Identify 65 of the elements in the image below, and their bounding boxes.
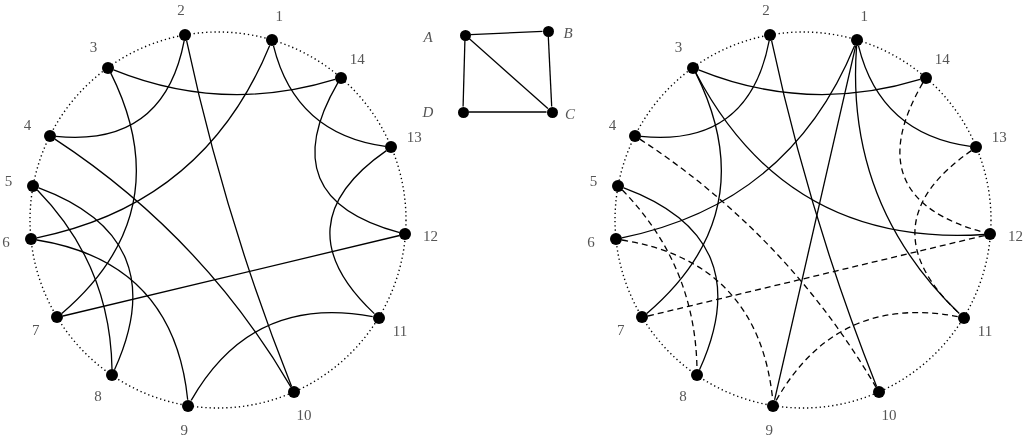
graph-edge: [112, 69, 336, 96]
graph-edge: [185, 40, 293, 388]
graph-edge: [38, 187, 134, 371]
vertex-label: 5: [4, 172, 13, 191]
graph-edge: [36, 44, 271, 239]
vertex-label: 13: [406, 128, 422, 147]
vertex-label: 7: [617, 321, 625, 340]
graph-edge: [462, 39, 466, 108]
graph-edge: [467, 111, 548, 113]
graph-edge: [54, 138, 292, 388]
vertex-label: 5: [589, 172, 598, 191]
vertex-label: A: [423, 28, 433, 46]
vertex-label: 11: [392, 321, 408, 340]
vertex-label: B: [563, 24, 573, 42]
vertex-label: 2: [177, 1, 185, 20]
graph-edge: [621, 44, 856, 239]
vertex-label: 6: [587, 232, 595, 251]
vertex-label: 3: [674, 38, 683, 57]
vertex-label: 2: [762, 1, 770, 20]
vertex-label: 11: [977, 321, 993, 340]
vertex-label: 1: [275, 6, 283, 25]
vertex-label: 4: [608, 115, 617, 134]
vertex-label: 10: [296, 405, 312, 424]
graph-edge: [468, 37, 549, 110]
vertex-label: 1: [860, 6, 868, 25]
graph-edge: [646, 72, 722, 315]
graph-edge: [640, 40, 770, 139]
vertex-label: 14: [934, 49, 950, 68]
graph-edge: [36, 189, 113, 370]
vertex-label: C: [565, 105, 575, 123]
dashed-graph-edge: [914, 149, 973, 315]
vertex-label: 13: [991, 128, 1007, 147]
vertex-label: 10: [881, 405, 897, 424]
graph-edge: [695, 72, 986, 237]
graph-edge: [190, 311, 374, 402]
vertex-label: 8: [94, 386, 102, 405]
graph-edge: [773, 45, 857, 401]
graph-edge: [469, 30, 544, 36]
graph-edge: [329, 149, 388, 315]
graph-edge: [697, 69, 921, 96]
vertex-label: 12: [1007, 226, 1023, 245]
dashed-graph-edge: [775, 311, 959, 402]
graph-edge: [314, 82, 401, 234]
vertex-label: 3: [89, 38, 98, 57]
graph-edge: [623, 187, 719, 371]
graph-edge: [36, 239, 189, 401]
dashed-graph-edge: [647, 234, 986, 317]
graph-edge: [62, 234, 401, 317]
graph-edge: [61, 72, 137, 315]
graph-edge: [272, 45, 387, 147]
graph-edge: [770, 40, 878, 388]
vertex-label: 14: [349, 49, 365, 68]
graph-edge: [55, 40, 185, 139]
vertex-label: D: [422, 103, 434, 121]
graph-edge: [854, 45, 960, 315]
vertex-label: 4: [23, 115, 32, 134]
dashed-graph-edge: [639, 138, 877, 388]
vertex-label: 12: [422, 226, 438, 245]
vertex-label: 6: [2, 232, 10, 251]
vertex-label: 8: [679, 386, 687, 405]
vertex-label: 9: [180, 421, 189, 440]
graph-edge: [857, 45, 972, 147]
vertex-label: 7: [32, 321, 40, 340]
vertex-label: 9: [765, 421, 774, 440]
graph-edge: [547, 35, 553, 108]
